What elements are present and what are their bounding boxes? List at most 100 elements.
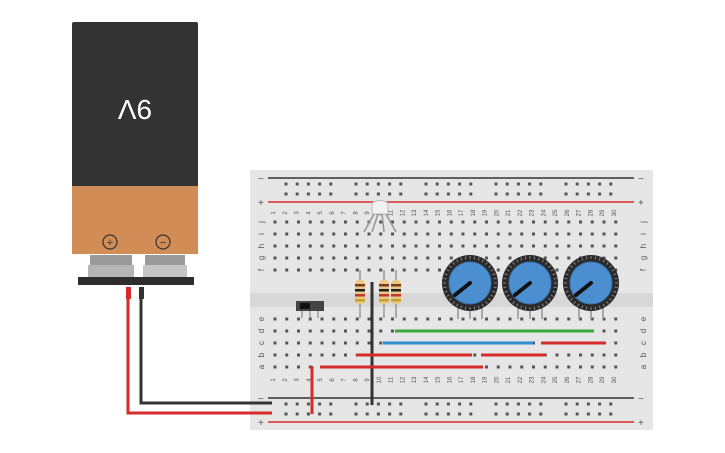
hole[interactable] [508, 256, 512, 260]
hole[interactable] [414, 268, 418, 272]
hole[interactable] [414, 317, 418, 321]
rail-hole[interactable] [609, 182, 613, 186]
hole[interactable] [344, 244, 347, 248]
hole[interactable] [273, 353, 277, 357]
wire-black-battery[interactable] [139, 299, 272, 405]
hole[interactable] [438, 268, 441, 272]
rail-hole[interactable] [424, 192, 428, 196]
rail-hole[interactable] [306, 182, 310, 186]
rail-hole[interactable] [598, 182, 602, 186]
rail-hole[interactable] [494, 182, 498, 186]
rail-hole[interactable] [354, 192, 358, 196]
hole[interactable] [285, 220, 289, 224]
rail-hole[interactable] [528, 192, 532, 196]
rail-hole[interactable] [329, 412, 333, 416]
hole[interactable] [555, 353, 559, 357]
rail-hole[interactable] [564, 192, 568, 196]
hole[interactable] [285, 232, 289, 236]
hole[interactable] [532, 341, 535, 345]
rail-hole[interactable] [329, 182, 333, 186]
hole[interactable] [508, 365, 512, 369]
hole[interactable] [308, 353, 312, 357]
rail-hole[interactable] [469, 182, 473, 186]
hole[interactable] [285, 341, 289, 345]
hole[interactable] [344, 220, 347, 224]
potentiometer-2[interactable] [502, 255, 558, 319]
hole[interactable] [332, 268, 336, 272]
hole[interactable] [590, 317, 594, 321]
hole[interactable] [614, 244, 618, 248]
hole[interactable] [602, 329, 606, 333]
rail-hole[interactable] [306, 412, 310, 416]
hole[interactable] [344, 317, 347, 321]
hole[interactable] [567, 256, 571, 260]
hole[interactable] [332, 232, 336, 236]
rail-hole[interactable] [376, 192, 380, 196]
hole[interactable] [355, 268, 359, 272]
hole[interactable] [590, 220, 594, 224]
hole[interactable] [297, 220, 300, 224]
hole[interactable] [520, 244, 524, 248]
hole[interactable] [602, 353, 606, 357]
hole[interactable] [402, 244, 406, 248]
hole[interactable] [297, 244, 300, 248]
rail-hole[interactable] [284, 402, 288, 406]
hole[interactable] [273, 317, 277, 321]
rail-hole[interactable] [318, 192, 322, 196]
hole[interactable] [402, 268, 406, 272]
rail-hole[interactable] [575, 412, 579, 416]
hole[interactable] [438, 317, 441, 321]
rail-hole[interactable] [575, 182, 579, 186]
rail-hole[interactable] [306, 192, 310, 196]
rail-hole[interactable] [376, 412, 380, 416]
hole[interactable] [614, 353, 618, 357]
hole[interactable] [402, 220, 406, 224]
positive-terminal[interactable] [90, 255, 132, 265]
rail-hole[interactable] [539, 412, 543, 416]
hole[interactable] [426, 256, 430, 260]
hole[interactable] [391, 268, 394, 272]
hole[interactable] [567, 220, 571, 224]
hole[interactable] [449, 244, 453, 248]
rail-hole[interactable] [399, 192, 403, 196]
rail-hole[interactable] [446, 402, 450, 406]
hole[interactable] [391, 329, 394, 333]
hole[interactable] [614, 232, 618, 236]
hole[interactable] [532, 220, 535, 224]
rail-hole[interactable] [284, 412, 288, 416]
hole[interactable] [567, 232, 571, 236]
rail-hole[interactable] [365, 402, 369, 406]
rail-hole[interactable] [435, 412, 439, 416]
rail-hole[interactable] [609, 402, 613, 406]
hole[interactable] [485, 256, 488, 260]
rail-hole[interactable] [564, 402, 568, 406]
hole[interactable] [520, 365, 524, 369]
hole[interactable] [273, 256, 277, 260]
rail-hole[interactable] [609, 412, 613, 416]
hole[interactable] [508, 232, 512, 236]
hole[interactable] [414, 232, 418, 236]
hole[interactable] [414, 244, 418, 248]
hole[interactable] [543, 365, 547, 369]
rail-hole[interactable] [388, 182, 392, 186]
hole[interactable] [320, 329, 324, 333]
hole[interactable] [332, 341, 336, 345]
hole[interactable] [414, 256, 418, 260]
rail-hole[interactable] [564, 412, 568, 416]
hole[interactable] [461, 244, 465, 248]
hole[interactable] [590, 232, 594, 236]
rail-hole[interactable] [469, 402, 473, 406]
hole[interactable] [426, 244, 430, 248]
rail-hole[interactable] [318, 402, 322, 406]
hole[interactable] [438, 244, 441, 248]
rail-hole[interactable] [586, 402, 590, 406]
rail-hole[interactable] [586, 412, 590, 416]
hole[interactable] [379, 341, 383, 345]
hole[interactable] [449, 232, 453, 236]
hole[interactable] [485, 244, 488, 248]
rail-hole[interactable] [528, 402, 532, 406]
rail-hole[interactable] [424, 182, 428, 186]
hole[interactable] [308, 317, 312, 321]
hole[interactable] [461, 232, 465, 236]
hole[interactable] [473, 232, 477, 236]
